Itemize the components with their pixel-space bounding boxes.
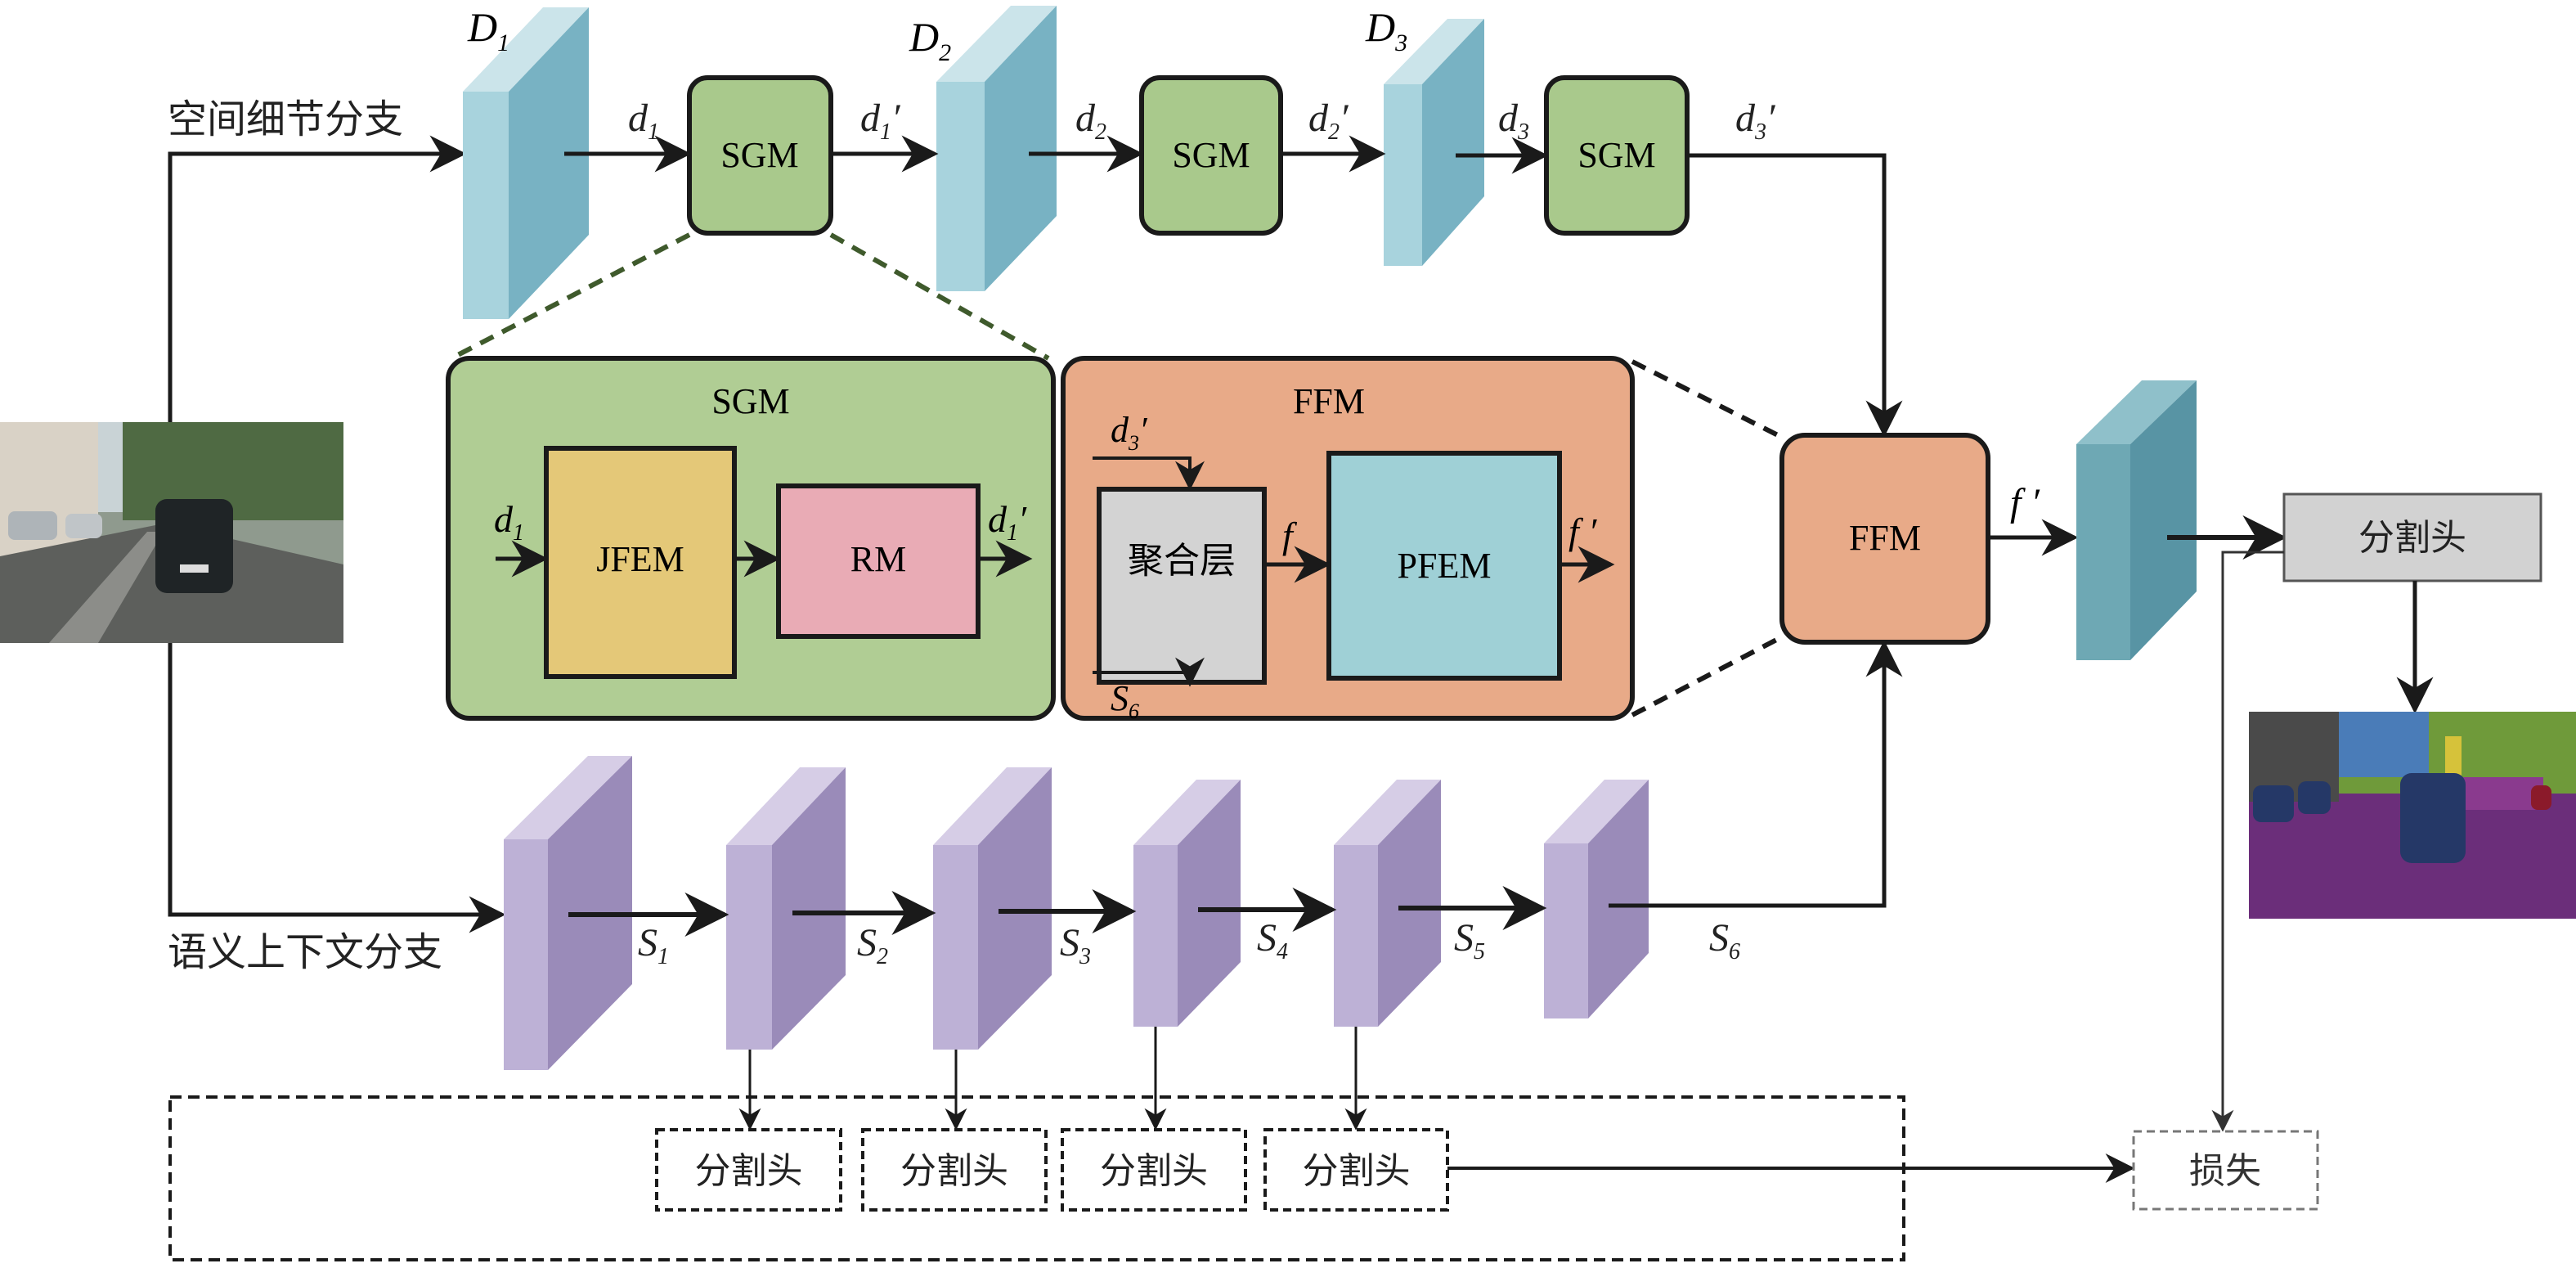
sgm-block-1: SGM	[687, 75, 833, 236]
svg-text:聚合层: 聚合层	[1128, 540, 1236, 582]
svg-text:JFEM: JFEM	[596, 539, 684, 579]
semantic-block-3	[933, 767, 1052, 1050]
input-street-image	[0, 422, 343, 643]
label-d3: d3	[1498, 97, 1529, 145]
aux-seg-head-1: 分割头	[655, 1050, 842, 1212]
svg-text:分割头: 分割头	[900, 1150, 1008, 1192]
label-d1: d1	[628, 97, 659, 145]
label-d2: d2	[1075, 97, 1106, 145]
svg-text:FFM: FFM	[1849, 518, 1921, 558]
sgm-detail-title: SGM	[711, 381, 789, 421]
spatial-branch-line	[168, 135, 467, 422]
svg-text:d1′: d1′	[988, 498, 1027, 546]
svg-text:分割头: 分割头	[1303, 1150, 1411, 1192]
d2-stage-label: D2	[909, 14, 951, 66]
svg-text:d3′: d3′	[1111, 410, 1148, 455]
arrow-d3-prime-to-ffm	[1687, 153, 1903, 438]
svg-text:PFEM: PFEM	[1398, 546, 1492, 586]
semantic-block-6	[1544, 780, 1649, 1018]
semantic-block-5	[1334, 780, 1441, 1027]
svg-text:分割头: 分割头	[695, 1150, 803, 1192]
semantic-branch-line	[168, 643, 506, 933]
zoom-line-ffm-top	[1631, 359, 1784, 440]
label-s5: S5	[1454, 916, 1485, 964]
svg-text:S6: S6	[1111, 678, 1139, 723]
svg-text:分割头: 分割头	[1100, 1150, 1208, 1192]
main-seg-head: 分割头	[2282, 492, 2542, 582]
loss-box: 损失	[2132, 1130, 2319, 1211]
zoom-line-ffm-bottom	[1631, 634, 1784, 717]
sgm-detail-panel: SGM JFEM RM d1 d1′	[446, 356, 1056, 721]
detail-block-d1	[463, 7, 589, 319]
label-s3: S3	[1060, 921, 1091, 969]
svg-text:SGM: SGM	[1577, 135, 1655, 175]
zoom-line-sgm-right	[829, 232, 1050, 361]
detail-block-d3	[1384, 19, 1484, 266]
label-s6: S6	[1709, 916, 1740, 964]
label-s2: S2	[857, 921, 888, 969]
label-f-prime: f ′	[2010, 481, 2040, 524]
aux-seg-head-3: 分割头	[1061, 1027, 1247, 1212]
zoom-line-sgm-left	[450, 232, 691, 361]
svg-text:f ′: f ′	[1568, 510, 1597, 552]
svg-text:SGM: SGM	[720, 135, 798, 175]
ffm-block: FFM	[1779, 433, 1990, 645]
ffm-detail-panel: FFM 聚合层 PFEM d3′ S6 f f ′	[1061, 356, 1635, 723]
label-s4: S4	[1257, 916, 1288, 964]
semantic-branch-label: 语义上下文分支	[168, 929, 442, 975]
semantic-block-2	[726, 767, 846, 1050]
aux-seg-head-2: 分割头	[861, 1050, 1048, 1212]
svg-text:d1: d1	[494, 498, 524, 546]
detail-block-d2	[936, 6, 1057, 291]
aux-seg-head-4: 分割头	[1263, 1027, 1449, 1212]
ffm-detail-title: FFM	[1293, 381, 1365, 421]
line-to-loss-main	[2211, 551, 2284, 1132]
spatial-branch-label: 空间细节分支	[168, 97, 403, 142]
d3-stage-label: D3	[1365, 4, 1407, 56]
label-d3-prime: d3′	[1735, 97, 1776, 145]
svg-text:损失: 损失	[2189, 1150, 2261, 1192]
label-d1-prime: d1′	[860, 97, 901, 145]
svg-text:SGM: SGM	[1172, 135, 1250, 175]
pfem-block	[1326, 451, 1562, 681]
svg-text:分割头: 分割头	[2358, 517, 2466, 559]
aggregation-layer-block	[1097, 487, 1267, 685]
auxiliary-heads-region	[168, 1095, 1905, 1261]
output-feature-block	[2076, 380, 2197, 660]
sgm-block-3: SGM	[1544, 75, 1690, 236]
segmentation-output-image	[2249, 712, 2576, 919]
sgm-block-2: SGM	[1139, 75, 1283, 236]
d1-stage-label: D1	[467, 4, 509, 56]
semantic-block-4	[1133, 780, 1241, 1027]
arrow-s6-to-ffm	[1609, 640, 1903, 908]
label-d2-prime: d2′	[1308, 97, 1349, 145]
label-s1: S1	[638, 921, 669, 969]
svg-text:RM: RM	[850, 539, 906, 579]
